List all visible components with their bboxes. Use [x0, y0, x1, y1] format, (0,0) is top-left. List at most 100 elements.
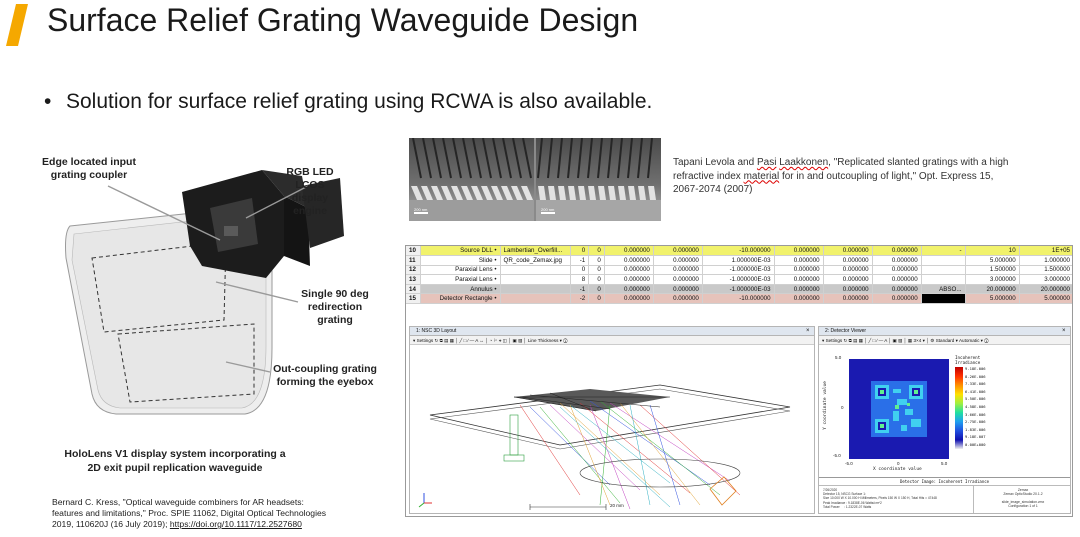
- lde-value-cell[interactable]: 0.000000: [823, 293, 873, 305]
- lde-value-cell[interactable]: 5.000000: [965, 293, 1020, 305]
- lde-comment-cell[interactable]: Lambertian_Overfill...: [500, 246, 571, 257]
- lde-value-cell[interactable]: -1.000000E-03: [702, 265, 775, 276]
- lde-value-cell[interactable]: 0.000000: [653, 274, 703, 285]
- lde-value-cell[interactable]: 0.000000: [872, 265, 922, 276]
- lde-value-cell[interactable]: 0.000000: [872, 284, 922, 295]
- lde-value-cell[interactable]: [921, 255, 966, 266]
- lde-value-cell[interactable]: -1: [570, 255, 590, 266]
- lde-comment-cell[interactable]: QR_code_Zemax.jpg: [500, 255, 571, 266]
- lde-surface-number[interactable]: 14: [406, 284, 421, 295]
- lde-value-cell[interactable]: 0.000000: [774, 274, 824, 285]
- lde-value-cell[interactable]: 0: [588, 293, 605, 305]
- lde-object-type[interactable]: Detector Rectangle •: [420, 293, 501, 305]
- doi-link[interactable]: https://doi.org/10.1117/12.2527680: [169, 519, 302, 529]
- lde-value-cell[interactable]: -: [921, 246, 966, 257]
- lde-value-cell[interactable]: 20.000000: [965, 284, 1020, 295]
- lde-value-cell[interactable]: 0: [588, 255, 605, 266]
- lde-object-type[interactable]: Slide •: [420, 255, 501, 266]
- lde-value-cell[interactable]: 0: [588, 284, 605, 295]
- lde-value-cell[interactable]: 3.000000: [965, 274, 1020, 285]
- lde-object-type[interactable]: Paraxial Lens •: [420, 274, 501, 285]
- lde-value-cell[interactable]: -1.000000E-03: [702, 284, 775, 295]
- lde-value-cell[interactable]: 5.000000: [965, 255, 1020, 266]
- lde-value-cell[interactable]: -2: [570, 293, 590, 305]
- lde-object-type[interactable]: Annulus •: [420, 284, 501, 295]
- lde-value-cell[interactable]: 0.000000: [653, 293, 703, 305]
- lde-value-cell[interactable]: 0.000000: [774, 293, 824, 305]
- lde-value-cell[interactable]: 0.000000: [604, 255, 654, 266]
- lde-value-cell[interactable]: 0.000000: [872, 274, 922, 285]
- tab-detector-viewer[interactable]: 2: Detector Viewer: [819, 327, 1070, 336]
- lde-value-cell[interactable]: 0: [588, 274, 605, 285]
- lde-comment-cell[interactable]: [500, 274, 571, 285]
- lde-object-type[interactable]: Paraxial Lens •: [420, 265, 501, 276]
- lde-value-cell[interactable]: 5.000000: [1019, 293, 1072, 305]
- lde-value-cell[interactable]: 0.000000: [823, 246, 873, 257]
- lde-value-cell[interactable]: 0: [588, 246, 605, 257]
- lde-object-type[interactable]: Source DLL •: [420, 246, 501, 257]
- lde-comment-cell[interactable]: [500, 284, 571, 295]
- lde-value-cell[interactable]: [921, 293, 966, 305]
- lde-value-cell[interactable]: 0.000000: [653, 265, 703, 276]
- close-icon[interactable]: ×: [806, 328, 810, 334]
- lde-value-cell[interactable]: 0.000000: [774, 246, 824, 257]
- detector-toolbar[interactable]: ▾ Settings ↻ ⧉ ▤ ▦ │ ╱ □ ∕ — A │ ▣ ▧ │ ▦…: [819, 336, 1070, 345]
- lde-surface-number[interactable]: 12: [406, 265, 421, 276]
- lde-value-cell[interactable]: 10: [965, 246, 1020, 257]
- lde-value-cell[interactable]: 1.500000: [965, 265, 1020, 276]
- lde-value-cell[interactable]: 0.000000: [872, 293, 922, 305]
- lde-value-cell[interactable]: 1.000000: [1019, 255, 1072, 266]
- lde-surface-number[interactable]: 15: [406, 293, 421, 305]
- lde-surface-number[interactable]: 13: [406, 274, 421, 285]
- lde-value-cell[interactable]: -1: [570, 284, 590, 295]
- lde-value-cell[interactable]: 0.000000: [604, 284, 654, 295]
- lde-surface-number[interactable]: 10: [406, 246, 421, 257]
- lde-value-cell[interactable]: 0.000000: [872, 255, 922, 266]
- lde-value-cell[interactable]: 0.000000: [774, 284, 824, 295]
- lde-value-cell[interactable]: 20.000000: [1019, 284, 1072, 295]
- lde-surface-number[interactable]: 11: [406, 255, 421, 266]
- lde-value-cell[interactable]: 0.000000: [653, 255, 703, 266]
- lde-value-cell[interactable]: 1E+05: [1019, 246, 1072, 257]
- x-tick-min: -5.0: [845, 461, 853, 466]
- lde-comment-cell[interactable]: [500, 265, 571, 276]
- lde-value-cell[interactable]: 0.000000: [653, 284, 703, 295]
- label-input-coupler: Edge located input grating coupler: [42, 156, 136, 181]
- lde-value-cell[interactable]: -10.000000: [702, 293, 775, 305]
- lde-value-cell[interactable]: 0.000000: [774, 255, 824, 266]
- lde-value-cell[interactable]: 0.000000: [653, 246, 703, 257]
- close-icon[interactable]: ×: [1062, 328, 1066, 334]
- lde-value-cell[interactable]: 0: [570, 246, 590, 257]
- lde-value-cell[interactable]: 0.000000: [604, 265, 654, 276]
- lde-value-cell[interactable]: 0.000000: [604, 246, 654, 257]
- lde-value-cell[interactable]: 0.000000: [604, 274, 654, 285]
- lde-value-cell[interactable]: 0: [588, 265, 605, 276]
- lde-value-cell[interactable]: 0.000000: [823, 255, 873, 266]
- layout-toolbar[interactable]: ▾ Settings ↻ ⧉ ▤ ▦ │ ╱ □ ∕ — A ↔ │ ◔ ⚐ ⌖…: [410, 336, 814, 345]
- lde-value-cell[interactable]: 0.000000: [823, 265, 873, 276]
- lde-value-cell[interactable]: 0: [570, 265, 590, 276]
- lde-value-cell[interactable]: 0.000000: [872, 246, 922, 257]
- lde-value-cell[interactable]: -1.000000E-03: [702, 274, 775, 285]
- lde-value-cell[interactable]: 1.500000: [1019, 265, 1072, 276]
- lde-value-cell[interactable]: 1.000000E-03: [702, 255, 775, 266]
- lde-value-cell[interactable]: 0.000000: [604, 293, 654, 305]
- lde-value-cell[interactable]: -10.000000: [702, 246, 775, 257]
- lde-value-cell[interactable]: ABSO...: [921, 284, 966, 295]
- lde-value-cell[interactable]: 8: [570, 274, 590, 285]
- tab-3d-layout[interactable]: 1: NSC 3D Layout: [410, 327, 814, 336]
- lde-comment-cell[interactable]: [500, 293, 571, 305]
- lde-value-cell[interactable]: 0.000000: [823, 274, 873, 285]
- lde-value-cell[interactable]: 0.000000: [823, 284, 873, 295]
- 3d-layout-canvas[interactable]: [410, 345, 814, 513]
- lde-value-cell[interactable]: [921, 274, 966, 285]
- lde-value-cell[interactable]: [921, 265, 966, 276]
- lde-value-cell[interactable]: 0.000000: [774, 265, 824, 276]
- lde-value-cell[interactable]: 3.000000: [1019, 274, 1072, 285]
